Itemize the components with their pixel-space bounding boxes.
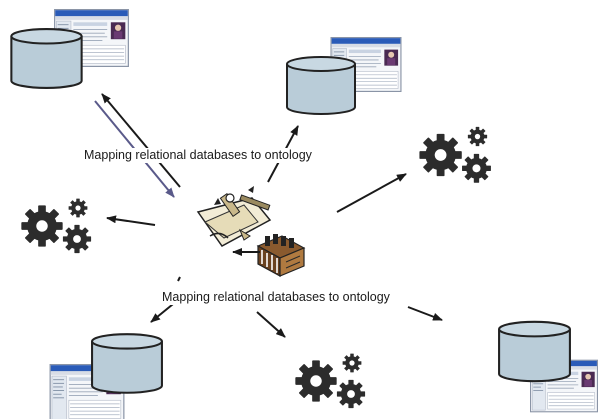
database-icon <box>10 28 83 89</box>
arrow-to-db-top-left <box>101 93 181 188</box>
arrow-to-db-bottom-right <box>407 306 443 321</box>
server-stack-icon <box>256 234 306 278</box>
database-top-left <box>10 9 129 89</box>
gears-icon-bottom <box>295 354 365 408</box>
arrow-to-gears-top-right <box>336 173 407 213</box>
arrow-to-gears-left <box>106 215 156 226</box>
arrow-stub <box>177 276 181 282</box>
gears-icon-top-right <box>419 127 490 183</box>
mapping-label-top: Mapping relational databases to ontology <box>84 148 312 163</box>
database-icon <box>90 333 164 394</box>
tools-clipart-icon <box>196 186 272 247</box>
database-top-center <box>285 37 402 116</box>
database-icon <box>497 320 572 383</box>
database-bottom-left <box>49 333 164 419</box>
database-bottom-right <box>497 320 598 413</box>
gears-icon-left <box>21 199 91 253</box>
arrow-to-gears-bottom <box>256 311 286 338</box>
database-icon <box>285 55 357 116</box>
mapping-label-bottom: Mapping relational databases to ontology <box>162 290 390 305</box>
